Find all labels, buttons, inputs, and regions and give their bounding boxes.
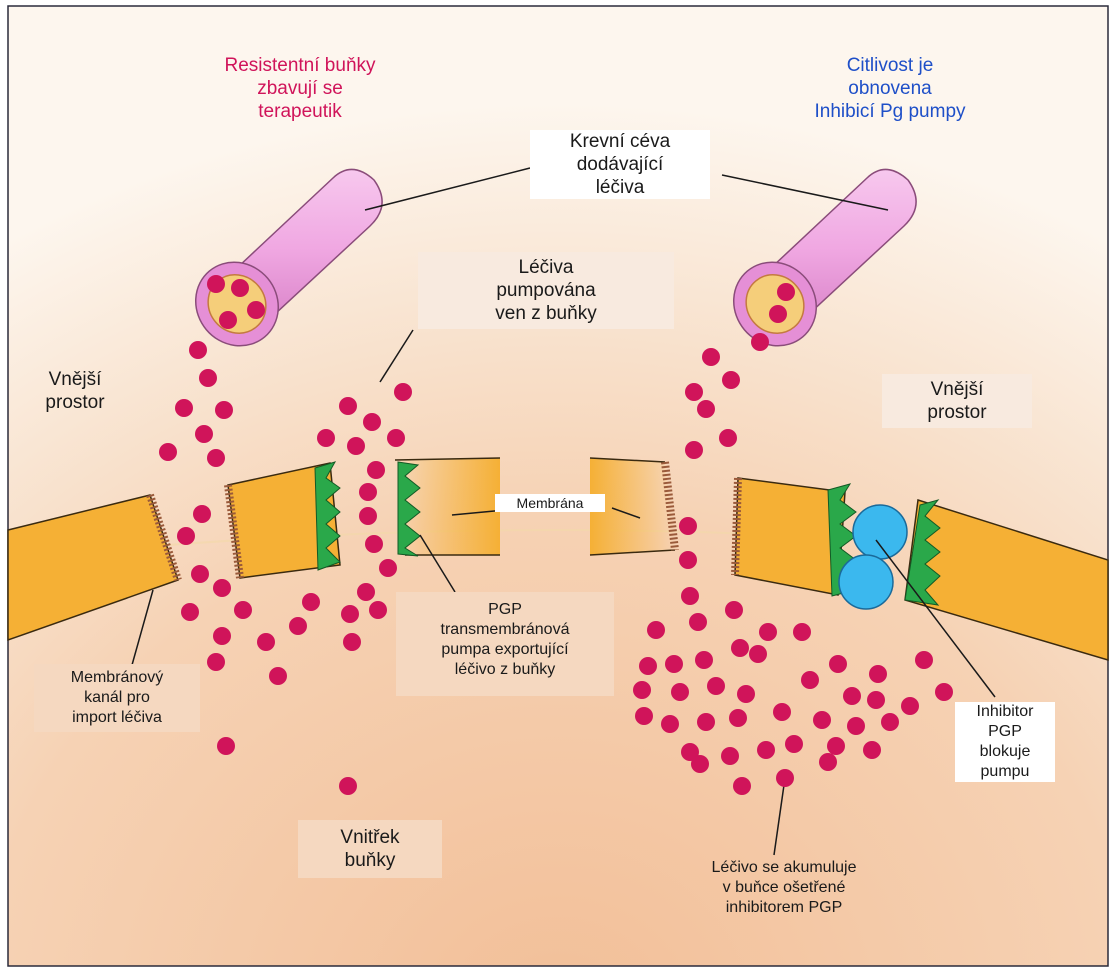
membrane-channel-label: Membránový kanál pro import léčiva: [34, 664, 200, 732]
resistant-cells-title: Resistentní buňky zbavují se terapeutik: [195, 54, 405, 123]
pgp-inhibitor-label: Inhibitor PGP blokuje pumpu: [955, 702, 1055, 782]
membrane-segment-pump: [395, 458, 500, 556]
outer-space-left-label: Vnější prostor: [30, 368, 120, 414]
pgp-pump-label: PGP transmembránová pumpa exportující lé…: [396, 592, 614, 696]
membrane-segment-inhibited: [735, 478, 856, 596]
outer-space-right-label: Vnější prostor: [882, 374, 1032, 428]
drugs-pumped-out-label: Léčiva pumpována ven z buňky: [418, 252, 674, 329]
membrane-label: Membrána: [495, 494, 605, 512]
blood-vessel-label: Krevní céva dodávající léčiva: [530, 130, 710, 199]
sensitivity-restored-title: Citlivost je obnovena Inhibicí Pg pumpy: [790, 54, 990, 123]
cell-interior-label: Vnitřek buňky: [298, 820, 442, 878]
drug-accumulates-label: Léčivo se akumuluje v buňce ošetřené inh…: [664, 858, 904, 918]
